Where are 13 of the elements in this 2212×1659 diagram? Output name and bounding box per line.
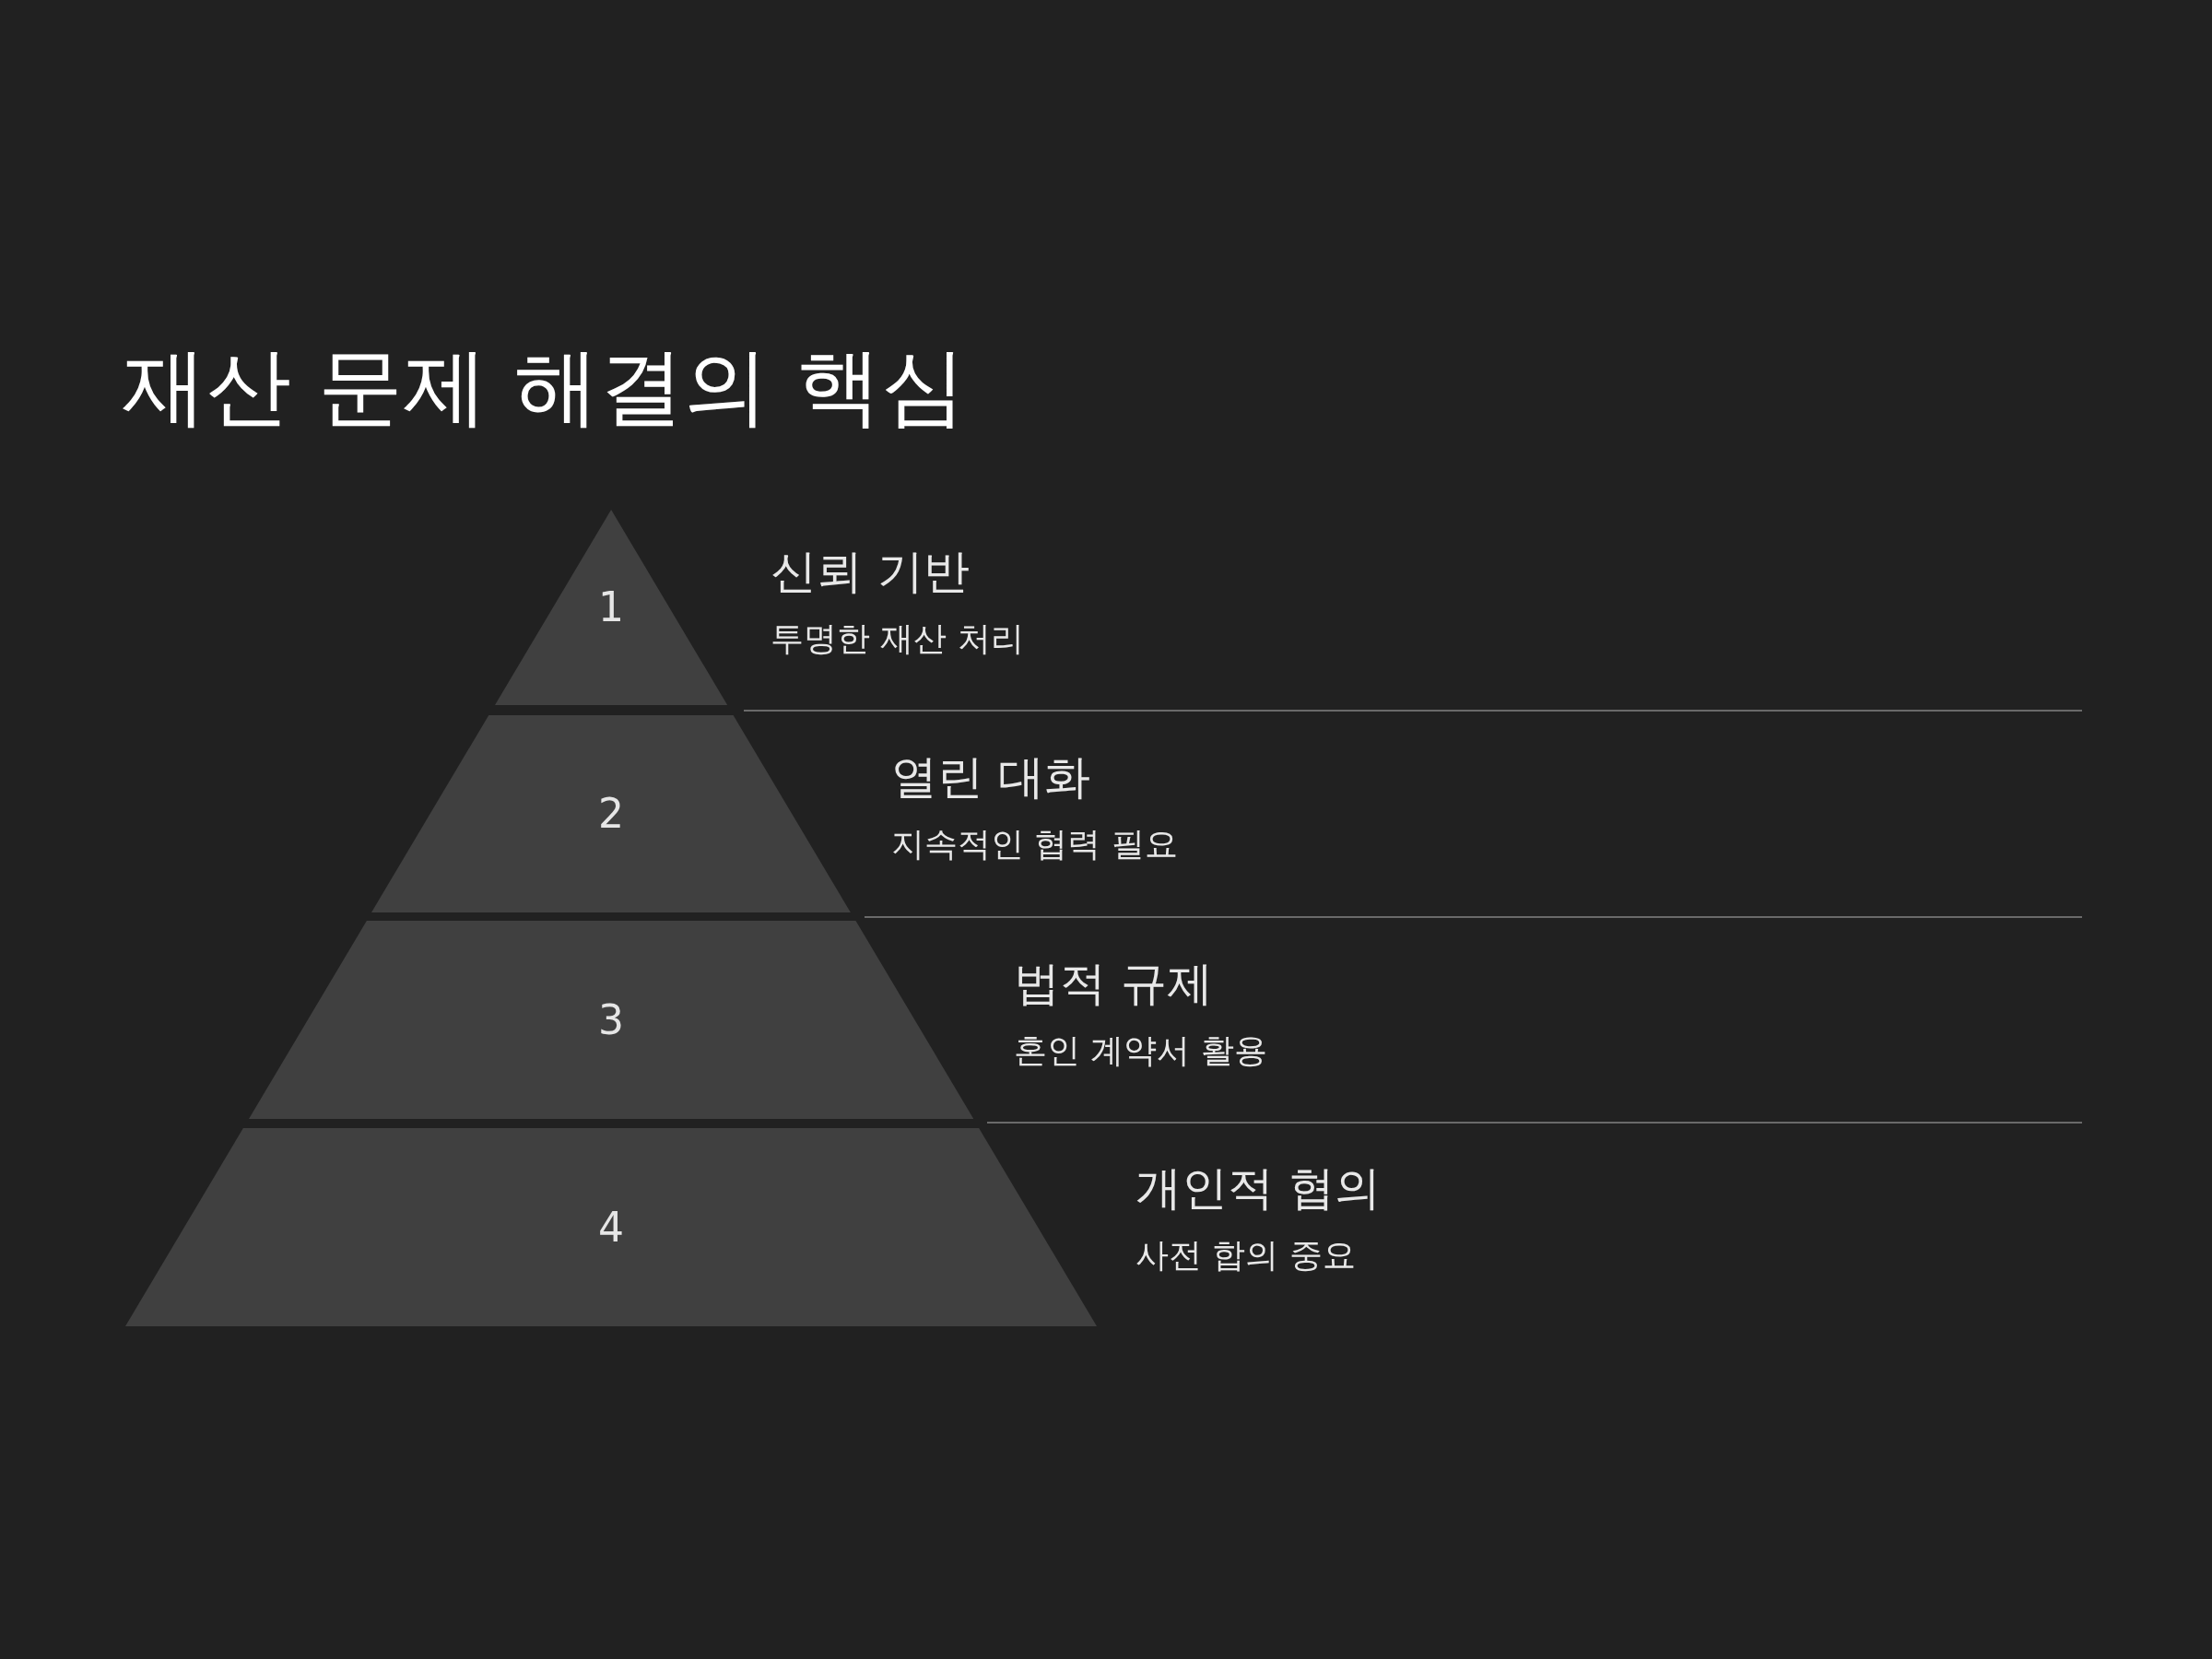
layer-description: 혼인 계약서 활용: [1014, 1030, 1267, 1071]
pyramid-layer: 3: [248, 921, 974, 1119]
pyramid-top-triangle: 1: [494, 510, 728, 705]
layer-heading: 열린 대화: [891, 749, 1090, 805]
layer-heading: 개인적 협의: [1135, 1160, 1381, 1216]
layer-heading: 법적 규제: [1014, 956, 1213, 1011]
pyramid-layer: 2: [371, 715, 851, 912]
layer-description: 투명한 재산 처리: [771, 618, 1024, 659]
layer-description: 지속적인 협력 필요: [891, 824, 1178, 865]
title: 재산 문제 해결의 핵심: [122, 336, 966, 438]
pyramid-layer: 4: [125, 1128, 1097, 1326]
layer-description: 사전 합의 중요: [1135, 1235, 1356, 1276]
layer-heading: 신뢰 기반: [771, 544, 970, 599]
